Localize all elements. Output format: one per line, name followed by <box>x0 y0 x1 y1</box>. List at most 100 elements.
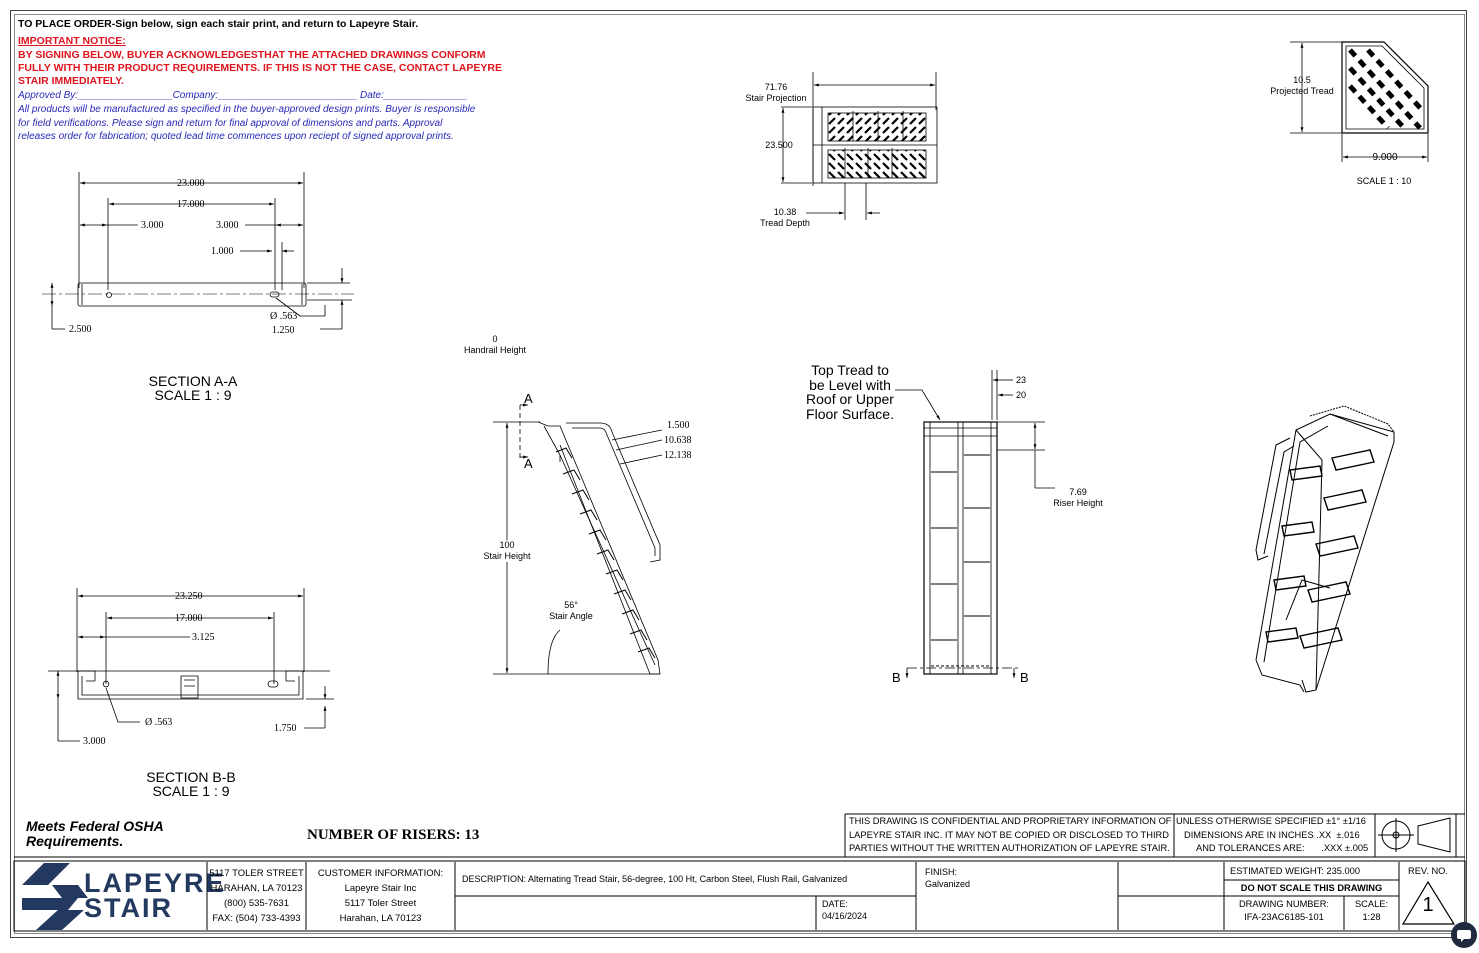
stair-projection-value: 71.76 <box>764 82 788 92</box>
stair-height-label: Stair Height <box>467 551 547 562</box>
stair-height-value: 100 <box>467 540 547 551</box>
section-a-mark-bottom: A <box>524 456 533 471</box>
top-tread-note-line-3: Roof or Upper <box>806 391 894 407</box>
customer-title: CUSTOMER INFORMATION: <box>317 868 444 879</box>
logo-text-line-1: LAPEYRE <box>84 868 226 898</box>
important-notice-heading: IMPORTANT NOTICE: <box>18 35 126 47</box>
address-fax: FAX: (504) 733-4393 <box>212 913 301 924</box>
description: DESCRIPTION: Alternating Tread Stair, 56… <box>462 874 848 884</box>
section-a-dim-inner: 17.000 <box>177 199 205 210</box>
section-b-mark-left: B <box>892 670 901 685</box>
scale-label: SCALE: <box>1354 899 1389 909</box>
tolerance-line-3: AND TOLERANCES ARE: <box>1196 843 1305 853</box>
customer-name: Lapeyre Stair Inc <box>344 883 417 894</box>
date-field: DATE: 04/16/2024 <box>822 898 912 922</box>
section-a-title: SECTION A-A <box>148 373 238 389</box>
section-b-mark-right: B <box>1020 670 1029 685</box>
notice-blue-line-3: releases order for fabrication; quoted l… <box>18 131 454 142</box>
section-b-dim-hole: Ø .563 <box>145 717 173 728</box>
estimated-weight: ESTIMATED WEIGHT: 235.000 <box>1230 866 1361 876</box>
section-a-scale: SCALE 1 : 9 <box>154 387 232 403</box>
top-tread-note-line-2: be Level with <box>809 376 891 393</box>
tread-depth-label: Tread Depth <box>760 218 810 228</box>
drawing-border <box>10 10 1467 938</box>
section-a-dim-hole: Ø .563 <box>270 311 298 322</box>
notice-blue-line-1: All products will be manufactured as spe… <box>18 104 476 115</box>
section-a-dim-small: 1.000 <box>211 246 234 257</box>
date-label: DATE: <box>822 899 848 909</box>
riser-height-label: Riser Height <box>1053 498 1103 508</box>
osha-statement: Meets Federal OSHA Requirements. <box>26 819 164 849</box>
date-value: 04/16/2024 <box>822 911 868 921</box>
finish-value: Galvanized <box>925 879 971 889</box>
projected-tread-label: Projected Tread <box>1270 86 1334 96</box>
top-tread-note: Top Tread to be Level with Roof or Upper… <box>795 363 905 421</box>
scale-value: 1:28 <box>1362 912 1381 922</box>
rev-label: REV. NO. <box>1408 866 1448 876</box>
section-b-dim-inner: 17.000 <box>175 613 203 624</box>
tread-detail-scale: SCALE 1 : 10 <box>1356 176 1412 186</box>
notice-blue-line-2: for field verifications. Please sign and… <box>18 118 443 129</box>
top-view-drawing <box>781 72 938 220</box>
riser-height-value: 7.69 <box>1069 487 1087 497</box>
tread-depth-value: 10.38 <box>773 207 797 217</box>
rail-dim-1: 1.500 <box>667 420 690 431</box>
front-dim-20: 20 <box>1016 390 1027 400</box>
tolerance-line-1-value: ±1° ±1/16 <box>1326 816 1366 826</box>
confidential-line-1: THIS DRAWING IS CONFIDENTIAL AND PROPRIE… <box>849 816 1172 826</box>
rail-dim-2: 10.638 <box>664 435 692 446</box>
scale-field: SCALE: 1:28 <box>1344 898 1399 924</box>
notice-red-line-3: STAIR IMMEDIATELY. <box>18 75 124 87</box>
tolerance-line-3-value: .XXX ±.005 <box>1321 843 1369 853</box>
title-block-lines <box>13 813 1466 932</box>
stair-angle-value: 56° <box>564 600 578 610</box>
section-a-dim-height: 1.250 <box>272 325 295 336</box>
drawing-number-value: IFA-23AC6185-101 <box>1244 912 1324 922</box>
address-city: HARAHAN, LA 70123 <box>210 883 303 894</box>
chat-bubble-icon[interactable] <box>1451 922 1477 948</box>
rev-value: 1 <box>1422 894 1434 916</box>
section-b-dim-overall: 23.250 <box>175 591 203 602</box>
notice-red-line-2: FULLY WITH THEIR PRODUCT REQUIREMENTS. I… <box>18 62 502 74</box>
front-dim-23: 23 <box>1016 375 1027 385</box>
section-b-scale: SCALE 1 : 9 <box>152 783 230 799</box>
lapeyre-logo-mark <box>22 863 88 930</box>
front-view-drawing <box>895 370 1055 678</box>
number-of-risers: NUMBER OF RISERS: 13 <box>307 827 480 843</box>
rail-dim-3: 12.138 <box>664 450 692 461</box>
logo-text-line-2: STAIR <box>84 893 173 923</box>
confidential-line-3: PARTIES WITHOUT THE WRITTEN AUTHORIZATIO… <box>849 843 1170 853</box>
notice-red-line-1: BY SIGNING BELOW, BUYER ACKNOWLEDGESTHAT… <box>18 49 486 61</box>
osha-line-2: Requirements. <box>26 833 124 849</box>
handrail-height-label: Handrail Height <box>463 345 527 355</box>
do-not-scale-notice: DO NOT SCALE THIS DRAWING <box>1240 883 1383 893</box>
section-a-dim-overall: 23.000 <box>177 178 205 189</box>
customer-information: CUSTOMER INFORMATION: Lapeyre Stair Inc … <box>306 866 455 926</box>
confidential-line-2: LAPEYRE STAIR INC. IT MAY NOT BE COPIED … <box>849 829 1169 840</box>
top-tread-note-line-1: Top Tread to <box>811 362 889 378</box>
section-a-mark-top: A <box>524 391 533 406</box>
stair-angle-label: Stair Angle <box>549 611 593 621</box>
chat-bubble-glyph <box>1457 930 1471 942</box>
address-street: 5117 TOLER STREET <box>209 868 304 879</box>
order-instructions: TO PLACE ORDER-Sign below, sign each sta… <box>18 18 419 30</box>
section-b-dim-mid: 3.125 <box>192 632 215 643</box>
confidentiality-notice: THIS DRAWING IS CONFIDENTIAL AND PROPRIE… <box>849 815 1175 856</box>
section-a-dim-left: 3.000 <box>141 220 164 231</box>
section-b-title: SECTION B-B <box>146 769 236 785</box>
customer-city: Harahan, LA 70123 <box>339 913 422 924</box>
address-phone: (800) 535-7631 <box>224 898 289 909</box>
approval-signature-line[interactable]: Approved By:_________________Company:___… <box>18 90 468 101</box>
tolerance-line-2-value: .XX ±.016 <box>1316 829 1360 840</box>
drawing-number-field: DRAWING NUMBER: IFA-23AC6185-101 <box>1224 898 1344 924</box>
section-b-dim-height: 1.750 <box>274 723 297 734</box>
section-a-a-drawing <box>42 172 354 330</box>
customer-street: 5117 Toler Street <box>344 898 417 909</box>
projected-tread-value: 10.5 <box>1293 75 1311 85</box>
section-b-b-drawing <box>48 588 334 742</box>
stair-projection-label: Stair Projection <box>745 93 807 103</box>
tread-width: 9.000 <box>1372 152 1398 163</box>
isometric-view-drawing <box>1255 405 1395 693</box>
section-b-dim-offset: 3.000 <box>83 736 106 747</box>
